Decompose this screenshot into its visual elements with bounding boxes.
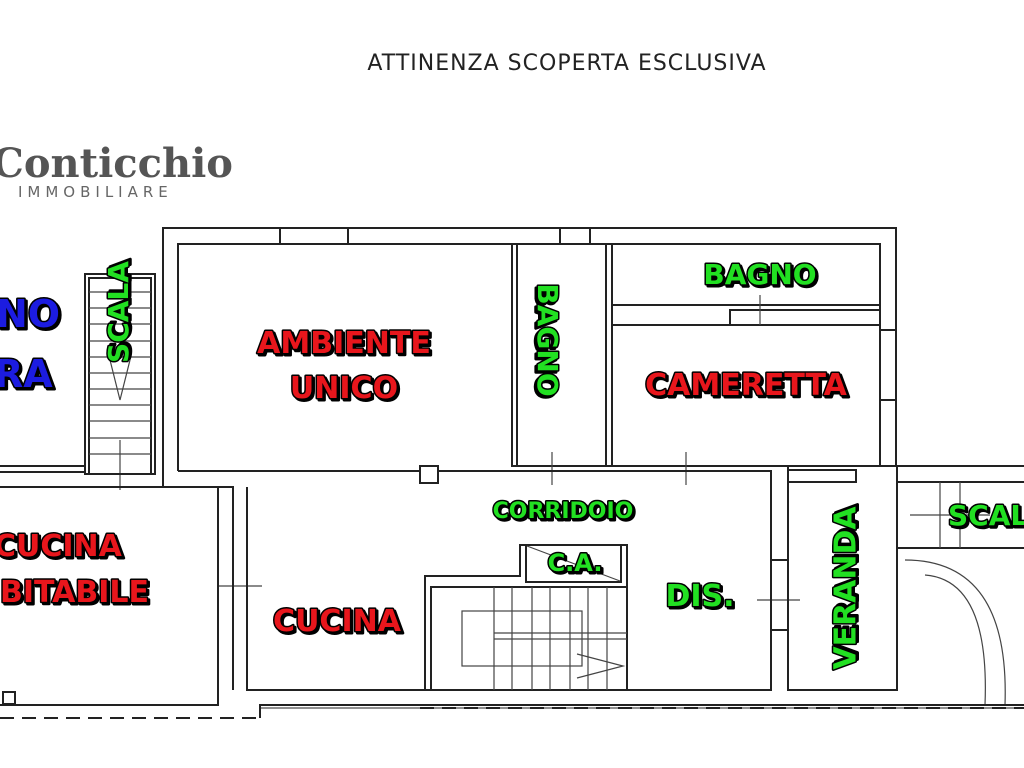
label-ca: C.A. [548,549,603,577]
label-ambiente: AMBIENTE [257,326,431,361]
label-dis: DIS. [665,579,734,614]
label-cucina: CUCINA [273,604,402,639]
label-scala-right: SCAL [948,499,1024,532]
plan-title: ATTINENZA SCOPERTA ESCLUSIVA [367,51,766,76]
label-veranda: VERANDA [829,506,864,670]
label-cucina-abitabile-2: BITABILE [0,575,149,610]
walls [0,227,1024,719]
label-corridoio: CORRIDOIO [493,499,634,524]
label-blue-1: NO [0,292,60,336]
label-cameretta: CAMERETTA [645,368,847,403]
room-labels: AMBIENTE UNICO BAGNO BAGNO CAMERETTA COR… [0,257,1024,672]
label-cucina-abitabile-1: CUCINA [0,529,123,564]
logo-name: Conticchio [0,140,233,187]
label-scala-left: SCALA [102,261,135,363]
logo: Conticchio IMMOBILIARE [0,140,233,201]
label-bagno-vertical: BAGNO [531,283,564,396]
logo-subtitle: IMMOBILIARE [18,183,173,201]
label-bagno-top: BAGNO [703,258,816,291]
label-unico: UNICO [290,371,398,406]
label-blue-2: RA [0,352,53,396]
